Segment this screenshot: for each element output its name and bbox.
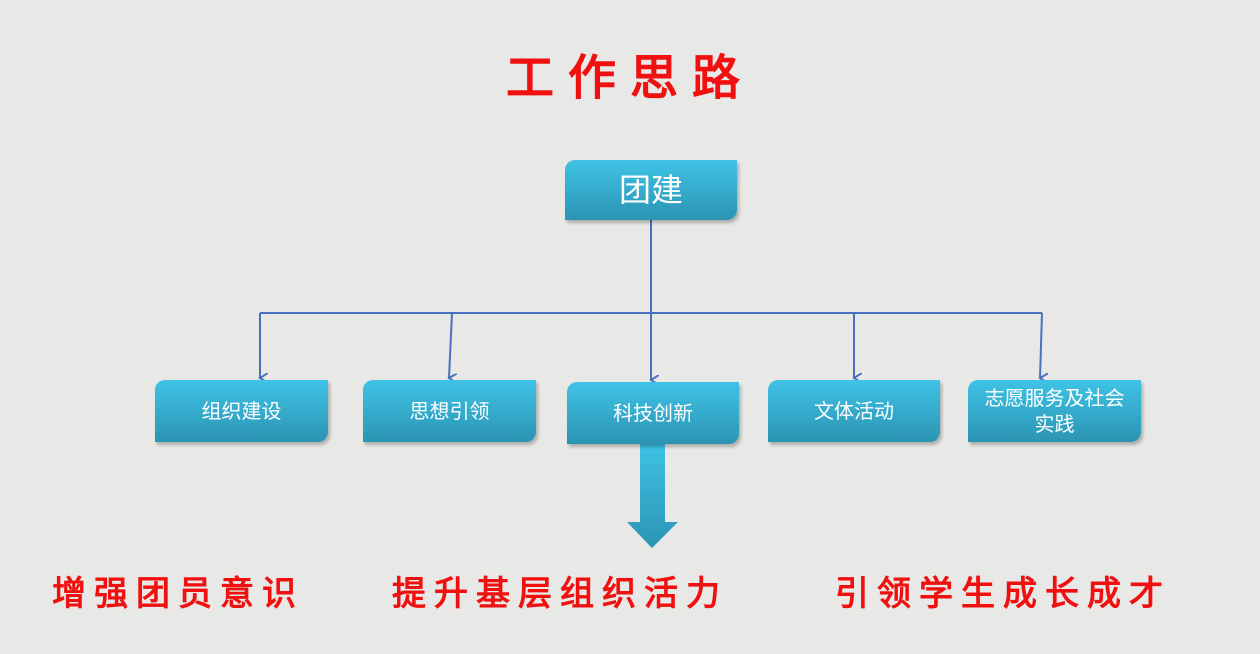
arrow-2 [449,312,452,378]
big-down-arrow-icon [627,443,678,548]
outcome-text: 引领学生成长成才 [835,574,1171,614]
outcome-text: 提升基层组织活力 [392,574,728,614]
outcome-text: 增强团员意识 [52,574,304,614]
child-node: 组织建设 [155,380,328,442]
page-title: 工作思路 [505,50,754,106]
child-node: 文体活动 [768,380,940,442]
arrow-5 [1040,312,1042,378]
child-node: 思想引领 [363,380,536,442]
root-node: 团建 [565,160,737,220]
child-node: 科技创新 [567,382,739,444]
child-node: 志愿服务及社会实践 [968,380,1141,442]
